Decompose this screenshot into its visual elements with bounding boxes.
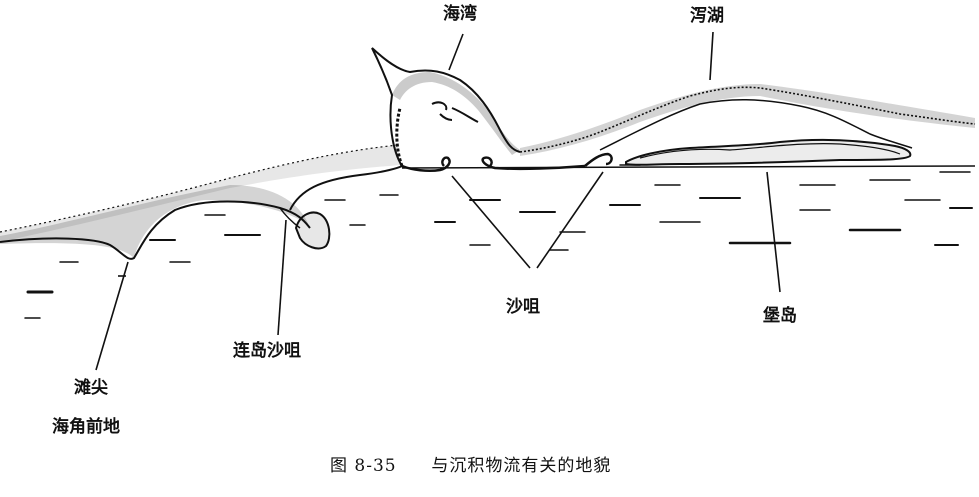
bay-interior-marks: [431, 101, 479, 123]
figure-title: 与沉积物流有关的地貌: [431, 456, 612, 476]
spit-left-hook: [401, 156, 451, 173]
label-bay: 海湾: [443, 4, 477, 24]
mainland-shoreline-right: [519, 86, 976, 153]
sea-boundary: [401, 165, 976, 169]
bay-headland-stipple: [392, 72, 520, 155]
sea-hatching: [24, 164, 973, 319]
label-cuspate-foreland-2: 海角前地: [52, 417, 120, 437]
beach-stipple-left: [0, 145, 400, 242]
label-spit: 沙咀: [506, 297, 540, 317]
spit-right-hook: [481, 156, 586, 171]
lagoon-shore: [599, 98, 913, 151]
mainland-shoreline-left: [0, 144, 399, 233]
label-barrier-island: 堡岛: [763, 306, 797, 326]
barrier-island: [625, 138, 912, 166]
tombolo: [289, 165, 403, 211]
label-cuspate-foreland-1: 滩尖: [74, 378, 108, 398]
cuspate-foreland-fill: [0, 185, 310, 258]
figure-caption: 图 8-35 与沉积物流有关的地貌: [330, 458, 611, 475]
figure-number: 图 8-35: [330, 456, 397, 476]
tied-island: [294, 211, 331, 250]
mainland-stipple-right: [520, 84, 975, 156]
spit-inlet-hook: [584, 152, 613, 167]
label-tombolo: 连岛沙咀: [233, 341, 301, 361]
tombolo-inner: [279, 207, 301, 229]
bay-headland-outline: [371, 47, 521, 167]
label-lagoon: 泻湖: [690, 6, 724, 26]
barrier-island-inner: [639, 143, 901, 159]
leader-lines: [95, 31, 781, 371]
